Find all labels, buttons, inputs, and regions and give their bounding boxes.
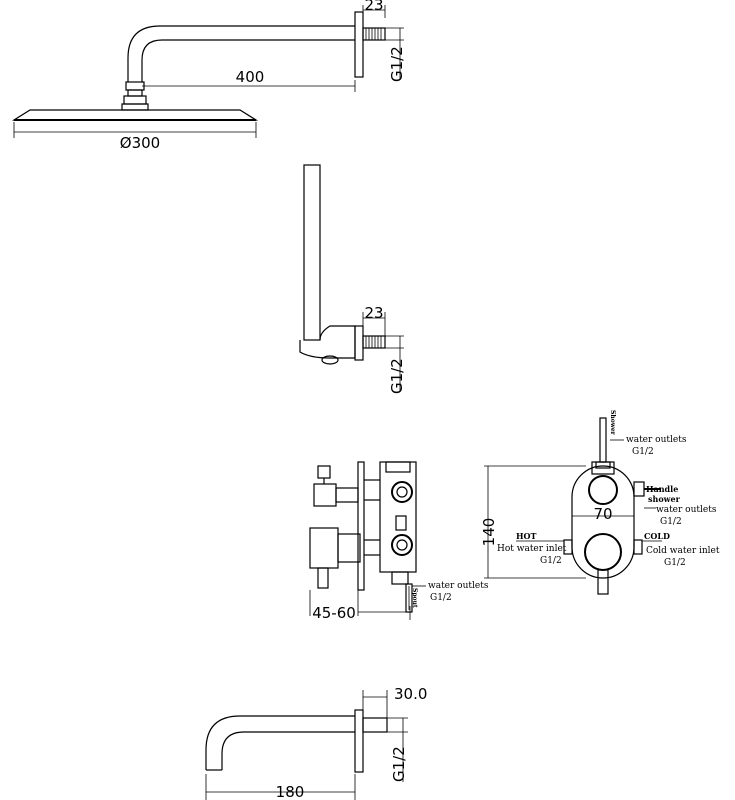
spout-thread-label: G1/2: [390, 746, 408, 782]
valve-side-drawing: Spout water outlets G1/2 45-60: [309, 461, 489, 622]
valve-depth-label: 45-60: [312, 604, 356, 622]
valve-front-drawing: Shower 140 70 water outlets G1/2 Handle …: [480, 410, 720, 595]
spout-wall-plate: [354, 709, 364, 773]
bath-spout-drawing: 30.0 G1/2 180: [205, 685, 427, 800]
valve-front-plate: [571, 465, 635, 579]
spout-depth-label: 30.0: [394, 685, 427, 703]
cold-thread-note: G1/2: [664, 558, 686, 568]
valve-height-label: 140: [480, 518, 498, 547]
riser-rail: [303, 164, 321, 341]
outlet-depth-label: 23: [364, 304, 383, 322]
top-outlets-note: water outlets: [626, 435, 687, 445]
overhead-thread-connector: [362, 27, 386, 41]
valve-side-thread-note: G1/2: [430, 593, 452, 603]
shower-label: Shower: [609, 410, 616, 436]
outlet-thread-label: G1/2: [388, 358, 406, 394]
right-outlets-note: water outlets: [656, 505, 717, 515]
lower-handle: [309, 527, 339, 569]
handle-label: Handle: [646, 484, 678, 494]
spout-outer: [205, 715, 355, 770]
lower-control-knob: [584, 533, 622, 571]
right-thread-note: G1/2: [660, 517, 682, 527]
top-thread-note: G1/2: [632, 447, 654, 457]
spout-label: Spout: [411, 588, 418, 608]
handle-shower-label: shower: [648, 494, 681, 504]
hot-label: HOT: [516, 531, 537, 541]
overhead-thread-label: G1/2: [388, 46, 406, 82]
overhead-depth-label: 23: [364, 0, 383, 14]
overhead-shower-drawing: 400 Ø300 23 G1/2: [11, 0, 406, 152]
wall-outlet-drawing: 23 G1/2: [299, 164, 406, 394]
head-diameter-label: Ø300: [120, 134, 160, 152]
valve-body-side: [379, 461, 417, 573]
upper-handle: [313, 483, 337, 507]
overhead-wall-plate: [354, 11, 364, 78]
spout-inner: [221, 731, 355, 770]
cold-inlet-note: Cold water inlet: [646, 546, 720, 556]
cold-label: COLD: [644, 531, 670, 541]
valve-width-label: 70: [593, 505, 612, 523]
hot-inlet-note: Hot water inlet: [497, 544, 567, 554]
spout-length-label: 180: [276, 783, 305, 800]
overhead-shower-head: [11, 109, 259, 121]
hot-thread-note: G1/2: [540, 556, 562, 566]
overhead-arm-inner: [141, 39, 355, 82]
upper-control-knob: [588, 475, 618, 505]
overhead-arm-outer: [127, 25, 355, 82]
arm-length-label: 400: [236, 68, 265, 86]
valve-side-plate: [357, 461, 365, 591]
wall-outlet-plate: [354, 325, 364, 361]
wall-outlet-body: [299, 325, 356, 359]
valve-side-outlets-note: water outlets: [428, 581, 489, 591]
